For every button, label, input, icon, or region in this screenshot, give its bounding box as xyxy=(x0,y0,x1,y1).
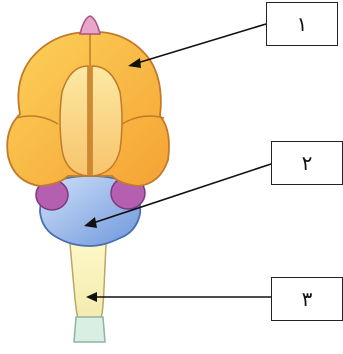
spinal-cord xyxy=(74,317,105,342)
olfactory-bulb xyxy=(80,16,100,34)
pointer-3 xyxy=(86,292,271,302)
label-box-3: ٣ xyxy=(271,277,343,321)
label-1-text: ١ xyxy=(297,12,308,36)
medulla xyxy=(70,244,106,318)
label-3-text: ٣ xyxy=(302,287,313,311)
label-box-2: ٢ xyxy=(271,141,343,185)
label-2-text: ٢ xyxy=(302,151,313,175)
label-box-1: ١ xyxy=(266,2,338,46)
